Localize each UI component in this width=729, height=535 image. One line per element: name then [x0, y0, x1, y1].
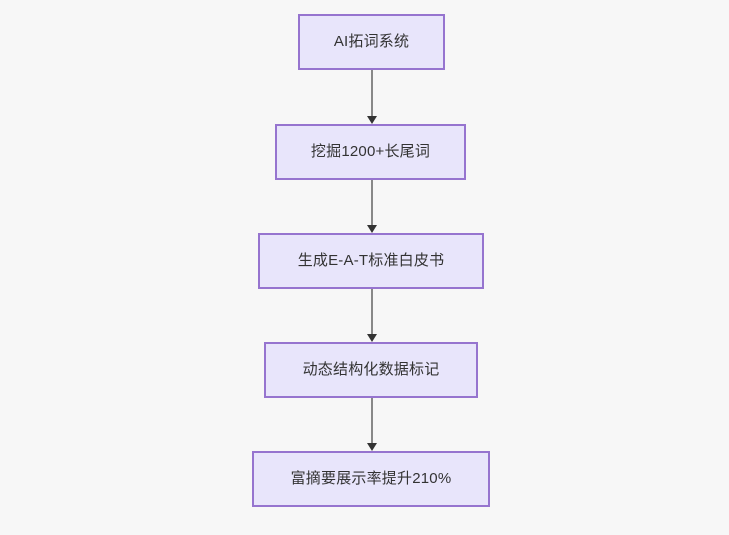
arrow-down-icon [367, 443, 377, 451]
flowchart-node-3[interactable]: 生成E-A-T标准白皮书 [258, 233, 484, 289]
flowchart-edge-3-to-4 [367, 289, 377, 342]
flowchart-node-4-label: 动态结构化数据标记 [302, 361, 440, 378]
edge-line [371, 398, 373, 444]
arrow-down-icon [367, 116, 377, 124]
flowchart-node-4[interactable]: 动态结构化数据标记 [264, 342, 478, 398]
arrow-down-icon [367, 225, 377, 233]
flowchart-node-3-label: 生成E-A-T标准白皮书 [297, 252, 445, 269]
edge-line [371, 70, 373, 117]
flowchart-edge-1-to-2 [367, 70, 377, 124]
flowchart-node-1-label: AI拓词系统 [333, 33, 410, 50]
flowchart-edge-4-to-5 [367, 398, 377, 451]
edge-line [371, 289, 373, 335]
arrow-down-icon [367, 334, 377, 342]
flowchart-node-5-label: 富摘要展示率提升210% [290, 470, 452, 487]
flowchart-node-5[interactable]: 富摘要展示率提升210% [252, 451, 490, 507]
flowchart-node-2-label: 挖掘1200+长尾词 [310, 143, 431, 160]
edge-line [371, 180, 373, 226]
flowchart-node-1[interactable]: AI拓词系统 [298, 14, 445, 70]
flowchart-node-2[interactable]: 挖掘1200+长尾词 [275, 124, 466, 180]
flowchart-edge-2-to-3 [367, 180, 377, 233]
